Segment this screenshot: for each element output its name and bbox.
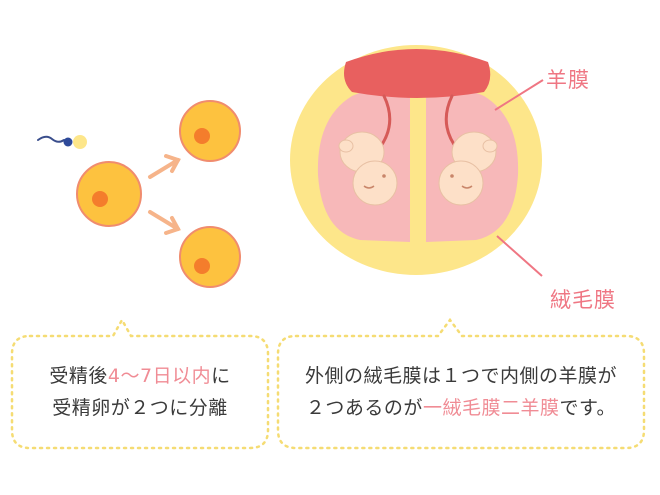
bubble-left-line1-post: に [211,365,231,387]
amnion-leader-line [494,79,544,111]
nucleus [194,128,210,144]
bubble-right-highlight: 一絨毛膜二羊膜 [422,397,560,419]
polar-body [73,135,87,149]
chorion-label: 絨毛膜 [550,288,616,312]
sperm-tail [37,135,65,143]
bubble-right-line1: 外側の絨毛膜は１つで内側の羊膜が [304,365,617,387]
septum [410,90,426,242]
split-arrow-up [148,154,181,179]
bubble-left-line1: 受精後4～7日以内に [12,360,268,392]
bubble-right-line2-post: です。 [559,397,617,419]
nucleus [92,191,108,207]
bubble-right-line2-pre: ２つあるのが [305,397,423,419]
bubble-right-line2: ２つあるのが一絨毛膜二羊膜です。 [278,392,644,424]
bubble-left-text: 受精後4～7日以内に 受精卵が２つに分離 [12,360,268,424]
bubble-right-text: 外側の絨毛膜は１つで内側の羊膜が ２つあるのが一絨毛膜二羊膜です。 [278,360,644,424]
fertilized-egg [76,161,142,227]
fetus-right [438,131,498,206]
chorion-leader-line [496,235,543,277]
bubble-right-frame [276,317,646,450]
embryo-top [179,100,241,162]
nucleus [194,258,210,274]
bubble-left-highlight: 4～7日以内 [107,365,212,387]
placenta [344,49,491,98]
sperm-head [63,137,73,147]
bubble-left-frame [10,317,270,450]
fetus-left [338,131,398,206]
bubble-left-line2: 受精卵が２つに分離 [52,397,228,419]
embryo-bottom [179,226,241,288]
sperm [37,135,73,147]
split-arrow-down [148,210,181,235]
bubble-left-line1-pre: 受精後 [49,365,108,387]
amnion-label: 羊膜 [546,68,590,92]
